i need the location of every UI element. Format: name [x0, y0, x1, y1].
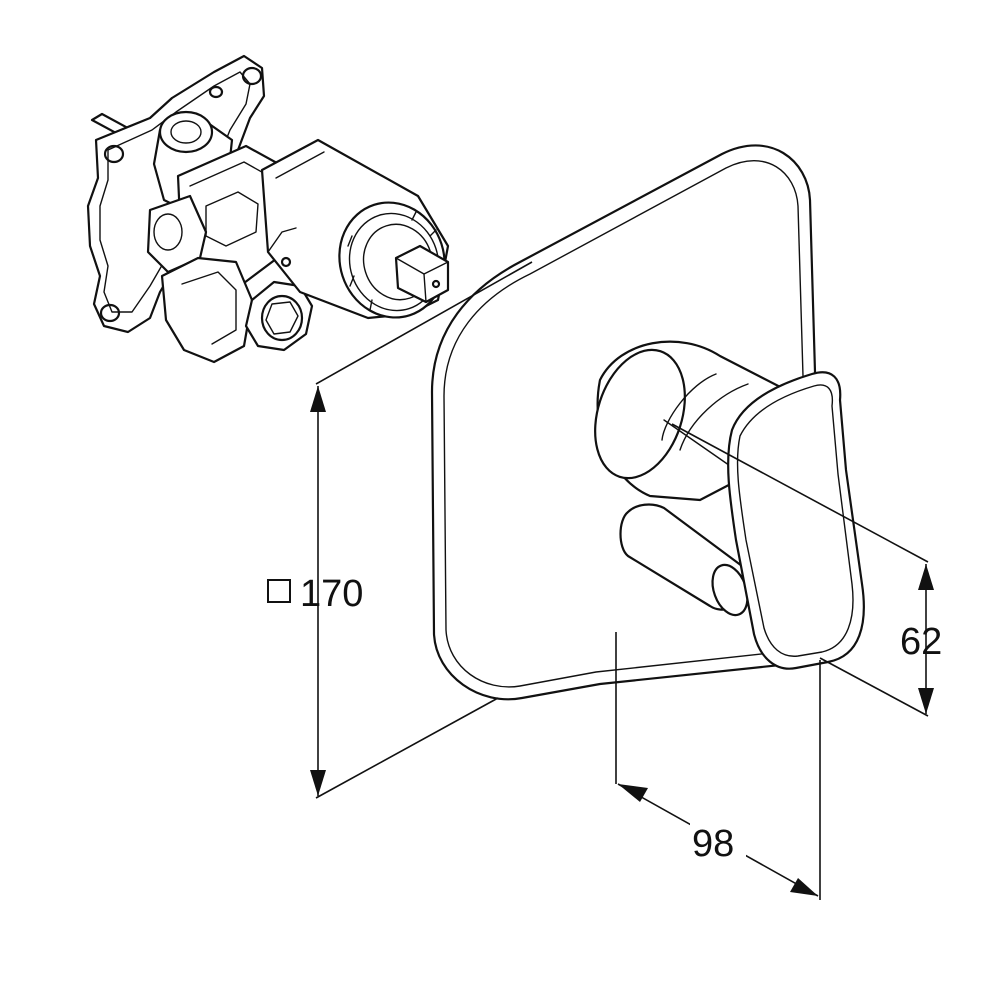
plate-size-value: 170: [300, 573, 363, 615]
handle-height-value: 62: [900, 621, 942, 663]
rough-in-valve-body: [86, 54, 450, 364]
projection-depth-value: 98: [692, 823, 734, 865]
dimension-handle-height: 62: [671, 423, 942, 717]
dimension-projection-depth: 98: [615, 632, 821, 900]
square-symbol-icon: [267, 579, 291, 603]
mixer-handle: [594, 340, 865, 670]
dimension-plate-size: 170: [267, 261, 533, 799]
